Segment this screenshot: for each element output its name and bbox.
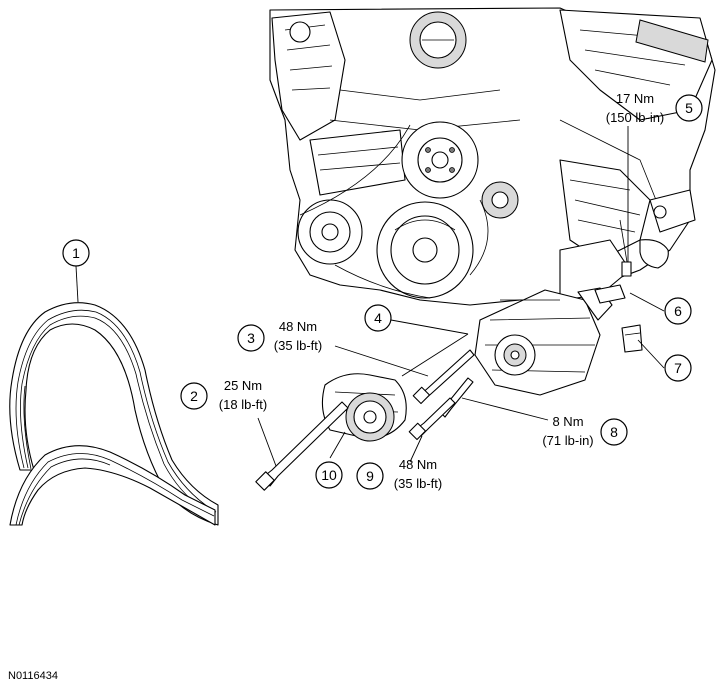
callout-4-number: 4 [374,310,382,326]
callout-5-torque-imperial: (150 lb-in) [606,110,665,125]
engine-illustration [269,7,716,306]
callout-7-number: 7 [674,360,682,376]
callout-2-torque-metric: 25 Nm [224,378,262,393]
tensioner-illustration [321,373,407,442]
callout-9: 9 48 Nm (35 lb-ft) [356,457,442,491]
callout-6: 6 [664,297,692,325]
callout-5-number: 5 [685,100,693,116]
callout-5-torque-metric: 17 Nm [616,91,654,106]
reference-code: N0116434 [8,670,58,682]
callout-2-number: 2 [190,388,198,404]
callout-8-torque-imperial: (71 lb-in) [542,433,593,448]
callout-3: 3 48 Nm (35 lb-ft) [237,319,322,353]
callout-7: 7 [664,354,692,382]
generator-illustration [474,287,613,396]
callout-9-number: 9 [366,468,374,484]
bolt-illustrations [255,261,643,491]
callout-8: 8 8 Nm (71 lb-in) [542,414,628,448]
callout-9-torque-imperial: (35 lb-ft) [394,476,442,491]
callout-10-number: 10 [321,467,337,483]
callout-3-torque-imperial: (35 lb-ft) [274,338,322,353]
callout-8-torque-metric: 8 Nm [552,414,583,429]
callout-1-number: 1 [72,245,80,261]
callout-9-torque-metric: 48 Nm [399,457,437,472]
callout-2-torque-imperial: (18 lb-ft) [219,397,267,412]
callout-5: 5 17 Nm (150 lb-in) [606,91,703,125]
callout-2: 2 25 Nm (18 lb-ft) [180,378,267,412]
callout-3-number: 3 [247,330,255,346]
callout-1: 1 [62,239,90,267]
callout-4: 4 [364,304,392,332]
drive-belt-illustration [9,302,219,526]
callout-8-number: 8 [610,424,618,440]
callout-6-number: 6 [674,303,682,319]
callout-3-torque-metric: 48 Nm [279,319,317,334]
leader-lines [75,126,665,467]
callout-10: 10 [315,461,343,489]
